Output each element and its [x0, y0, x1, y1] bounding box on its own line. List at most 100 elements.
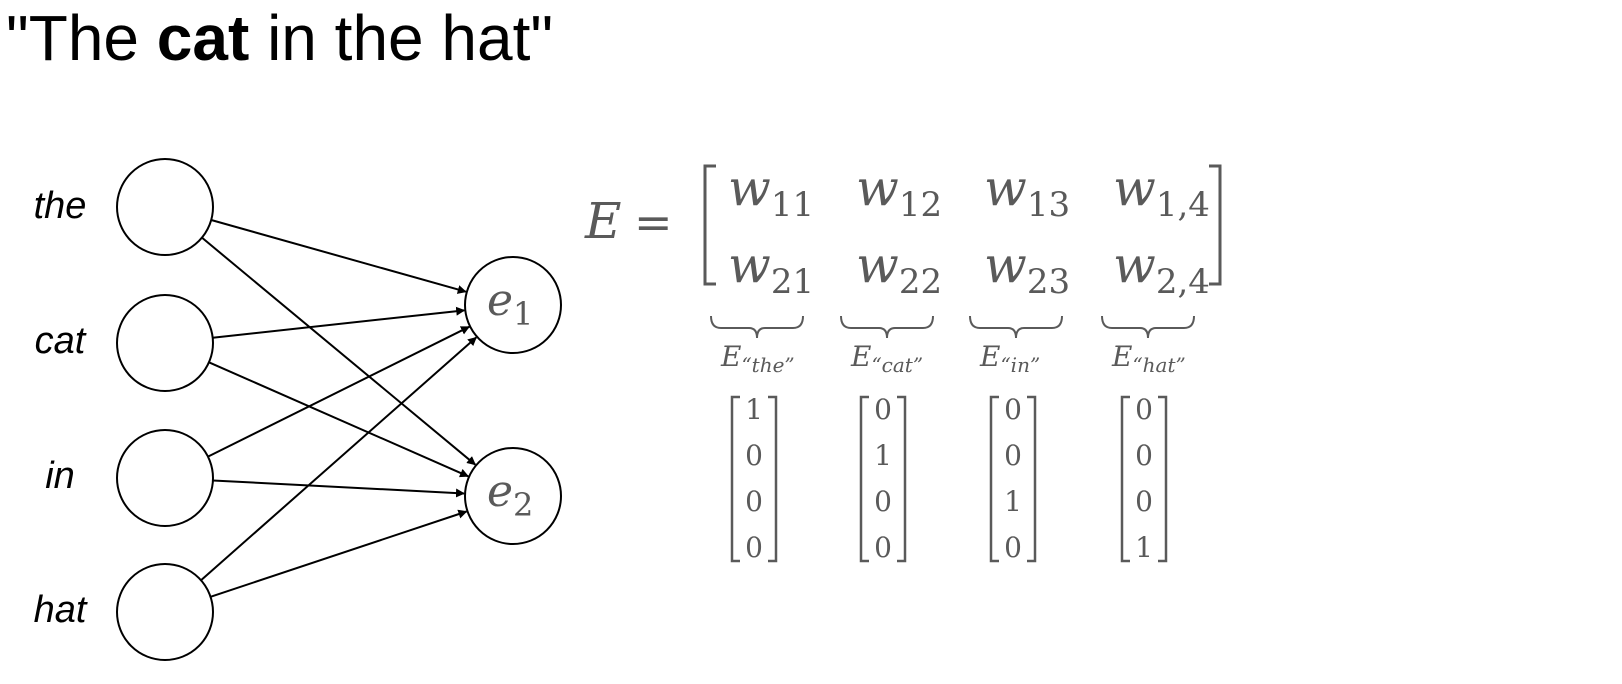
matrix-entry-2-2: w22 [856, 236, 942, 302]
one-hot-4-value-4: 1 [1135, 531, 1153, 564]
matrix-entry-2-3-subscript: 23 [1027, 262, 1070, 302]
column-label-3-base: E [979, 340, 1000, 373]
underbrace-2 [840, 315, 934, 339]
input-node-in [116, 429, 214, 527]
input-label-cat: cat [35, 320, 87, 362]
one-hot-2-value-4: 0 [874, 531, 892, 564]
one-hot-3-value-3: 1 [1004, 485, 1022, 518]
one-hot-3-value-4: 0 [1004, 531, 1022, 564]
matrix-entry-2-4: w2,4 [1113, 236, 1210, 302]
matrix-entry-1-3-subscript: 13 [1027, 185, 1070, 225]
column-label-2: E“cat” [850, 340, 923, 377]
matrix-entry-2-3-base: w [984, 236, 1027, 294]
page-title: "The cat in the hat" [6, 0, 553, 78]
output-node-e1 [464, 256, 562, 354]
column-label-4-subscript: “hat” [1132, 353, 1185, 377]
one-hot-2-value-2: 1 [874, 439, 892, 472]
edge-in-to-e2 [212, 479, 465, 498]
matrix-entry-2-1: w21 [728, 236, 814, 302]
input-label-in: in [45, 455, 75, 497]
one-hot-2-value-1: 0 [874, 393, 892, 426]
edge-cat-to-e2 [208, 361, 469, 478]
output-label-e2-base: e [487, 466, 513, 517]
input-node-cat [116, 294, 214, 392]
one-hot-3-value-1: 0 [1004, 393, 1022, 426]
one-hot-4-left-bracket [1120, 395, 1130, 563]
one-hot-4-right-bracket [1158, 395, 1168, 563]
matrix-entry-2-4-base: w [1113, 236, 1156, 294]
one-hot-2-value-3: 0 [874, 485, 892, 518]
one-hot-4-value-2: 0 [1135, 439, 1153, 472]
column-label-4-base: E [1111, 340, 1132, 373]
one-hot-1-value-3: 0 [745, 485, 763, 518]
input-label-the: the [34, 185, 87, 227]
equals-sign: = [634, 195, 673, 249]
column-label-1-subscript: “the” [741, 353, 794, 377]
matrix-right-bracket [1209, 164, 1222, 286]
column-label-3: E“in” [979, 340, 1040, 377]
one-hot-4-value-3: 0 [1135, 485, 1153, 518]
one-hot-1-value-2: 0 [745, 439, 763, 472]
matrix-entry-2-1-base: w [728, 236, 771, 294]
matrix-entry-2-3: w23 [984, 236, 1070, 302]
matrix-entry-2-4-subscript: 2,4 [1156, 262, 1210, 302]
edge-in-to-e1 [207, 325, 470, 458]
edge-hat-to-e2 [210, 509, 468, 598]
edge-the-to-e2 [201, 236, 476, 466]
output-node-e2 [464, 447, 562, 545]
network-edges [200, 219, 477, 598]
matrix-entry-2-1-subscript: 21 [771, 262, 814, 302]
one-hot-3-right-bracket [1027, 395, 1037, 563]
edge-the-to-e1 [210, 219, 467, 294]
one-hot-1-left-bracket [730, 395, 740, 563]
column-label-2-base: E [850, 340, 871, 373]
edge-hat-to-e1 [200, 336, 477, 581]
matrix-entry-1-2: w12 [856, 159, 942, 225]
matrix-entry-1-3-base: w [984, 159, 1027, 217]
output-label-e1-base: e [487, 275, 513, 326]
underbrace-1 [710, 315, 804, 339]
underbrace-4 [1101, 315, 1195, 339]
input-node-hat [116, 563, 214, 661]
title-rest: in the hat" [249, 2, 554, 74]
column-label-2-subscript: “cat” [871, 353, 923, 377]
matrix-entry-2-2-subscript: 22 [899, 262, 942, 302]
output-label-e1-subscript: 1 [513, 295, 533, 333]
matrix-entry-1-4-subscript: 1,4 [1156, 185, 1210, 225]
matrix-entry-1-1: w11 [728, 159, 814, 225]
output-label-e2-subscript: 2 [513, 486, 533, 524]
matrix-entry-2-2-base: w [856, 236, 899, 294]
column-label-1: E“the” [720, 340, 795, 377]
output-label-e1: e1 [487, 275, 533, 333]
matrix-entry-1-4: w1,4 [1113, 159, 1210, 225]
one-hot-2-left-bracket [859, 395, 869, 563]
matrix-entry-1-1-subscript: 11 [771, 185, 814, 225]
output-label-e2: e2 [487, 466, 533, 524]
column-label-3-subscript: “in” [1000, 353, 1040, 377]
matrix-entry-1-2-subscript: 12 [899, 185, 942, 225]
matrix-symbol: E [584, 192, 622, 250]
edge-cat-to-e1 [212, 306, 466, 339]
matrix-left-bracket [703, 164, 716, 286]
column-label-1-base: E [720, 340, 741, 373]
one-hot-1-right-bracket [768, 395, 778, 563]
one-hot-1-value-1: 1 [745, 393, 763, 426]
matrix-entry-1-1-base: w [728, 159, 771, 217]
title-open: "The [6, 2, 157, 74]
matrix-entry-1-4-base: w [1113, 159, 1156, 217]
title-bold-word: cat [156, 2, 250, 74]
one-hot-1-value-4: 0 [745, 531, 763, 564]
one-hot-3-left-bracket [989, 395, 999, 563]
one-hot-vectors: 1 0 0 0 0 1 0 0 0 0 1 0 0 0 0 1 [730, 393, 1168, 564]
column-label-4: E“hat” [1111, 340, 1186, 377]
input-node-the [116, 158, 214, 256]
one-hot-2-right-bracket [897, 395, 907, 563]
one-hot-4-value-1: 0 [1135, 393, 1153, 426]
input-label-hat: hat [34, 589, 88, 631]
one-hot-3-value-2: 0 [1004, 439, 1022, 472]
matrix-entry-1-3: w13 [984, 159, 1070, 225]
matrix-entry-1-2-base: w [856, 159, 899, 217]
